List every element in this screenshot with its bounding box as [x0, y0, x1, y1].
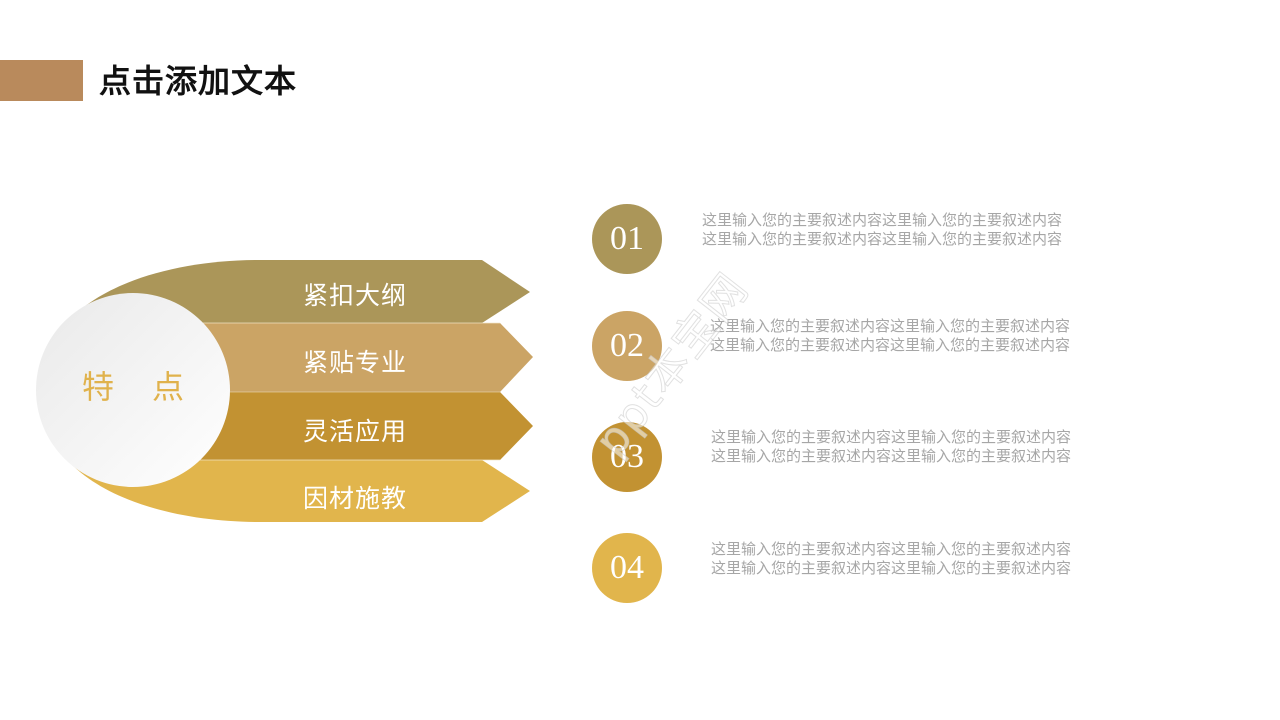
description-line: 这里输入您的主要叙述内容这里输入您的主要叙述内容: [711, 447, 1072, 465]
description-line: 这里输入您的主要叙述内容这里输入您的主要叙述内容: [711, 428, 1072, 446]
item-description-04[interactable]: 这里输入您的主要叙述内容这里输入您的主要叙述内容 这里输入您的主要叙述内容这里输…: [711, 540, 1131, 578]
number-badge-04: 04: [592, 533, 662, 603]
band-label-3[interactable]: 灵活应用: [302, 417, 407, 446]
description-line: 这里输入您的主要叙述内容这里输入您的主要叙述内容: [702, 211, 1063, 229]
band-label-2[interactable]: 紧贴专业: [302, 348, 407, 377]
item-description-01[interactable]: 这里输入您的主要叙述内容这里输入您的主要叙述内容 这里输入您的主要叙述内容这里输…: [702, 211, 1122, 249]
description-line: 这里输入您的主要叙述内容这里输入您的主要叙述内容: [710, 336, 1071, 354]
band-label-1[interactable]: 紧扣大纲: [302, 281, 407, 310]
band-label-4[interactable]: 因材施教: [302, 484, 407, 513]
description-line: 这里输入您的主要叙述内容这里输入您的主要叙述内容: [711, 559, 1072, 577]
header-accent-bar: [0, 60, 83, 101]
number-badge-02: 02: [592, 311, 662, 381]
center-char-1: 特: [81, 368, 116, 406]
description-line: 这里输入您的主要叙述内容这里输入您的主要叙述内容: [711, 540, 1072, 558]
page-title[interactable]: 点击添加文本: [99, 62, 298, 100]
number-badge-03: 03: [592, 422, 662, 492]
center-label[interactable]: 特点: [36, 362, 232, 408]
center-char-2: 点: [152, 368, 187, 406]
description-line: 这里输入您的主要叙述内容这里输入您的主要叙述内容: [710, 317, 1071, 335]
item-description-02[interactable]: 这里输入您的主要叙述内容这里输入您的主要叙述内容 这里输入您的主要叙述内容这里输…: [710, 317, 1130, 355]
center-circle: [36, 293, 230, 487]
description-line: 这里输入您的主要叙述内容这里输入您的主要叙述内容: [702, 230, 1063, 248]
item-description-03[interactable]: 这里输入您的主要叙述内容这里输入您的主要叙述内容 这里输入您的主要叙述内容这里输…: [711, 428, 1131, 466]
number-badge-01: 01: [592, 204, 662, 274]
